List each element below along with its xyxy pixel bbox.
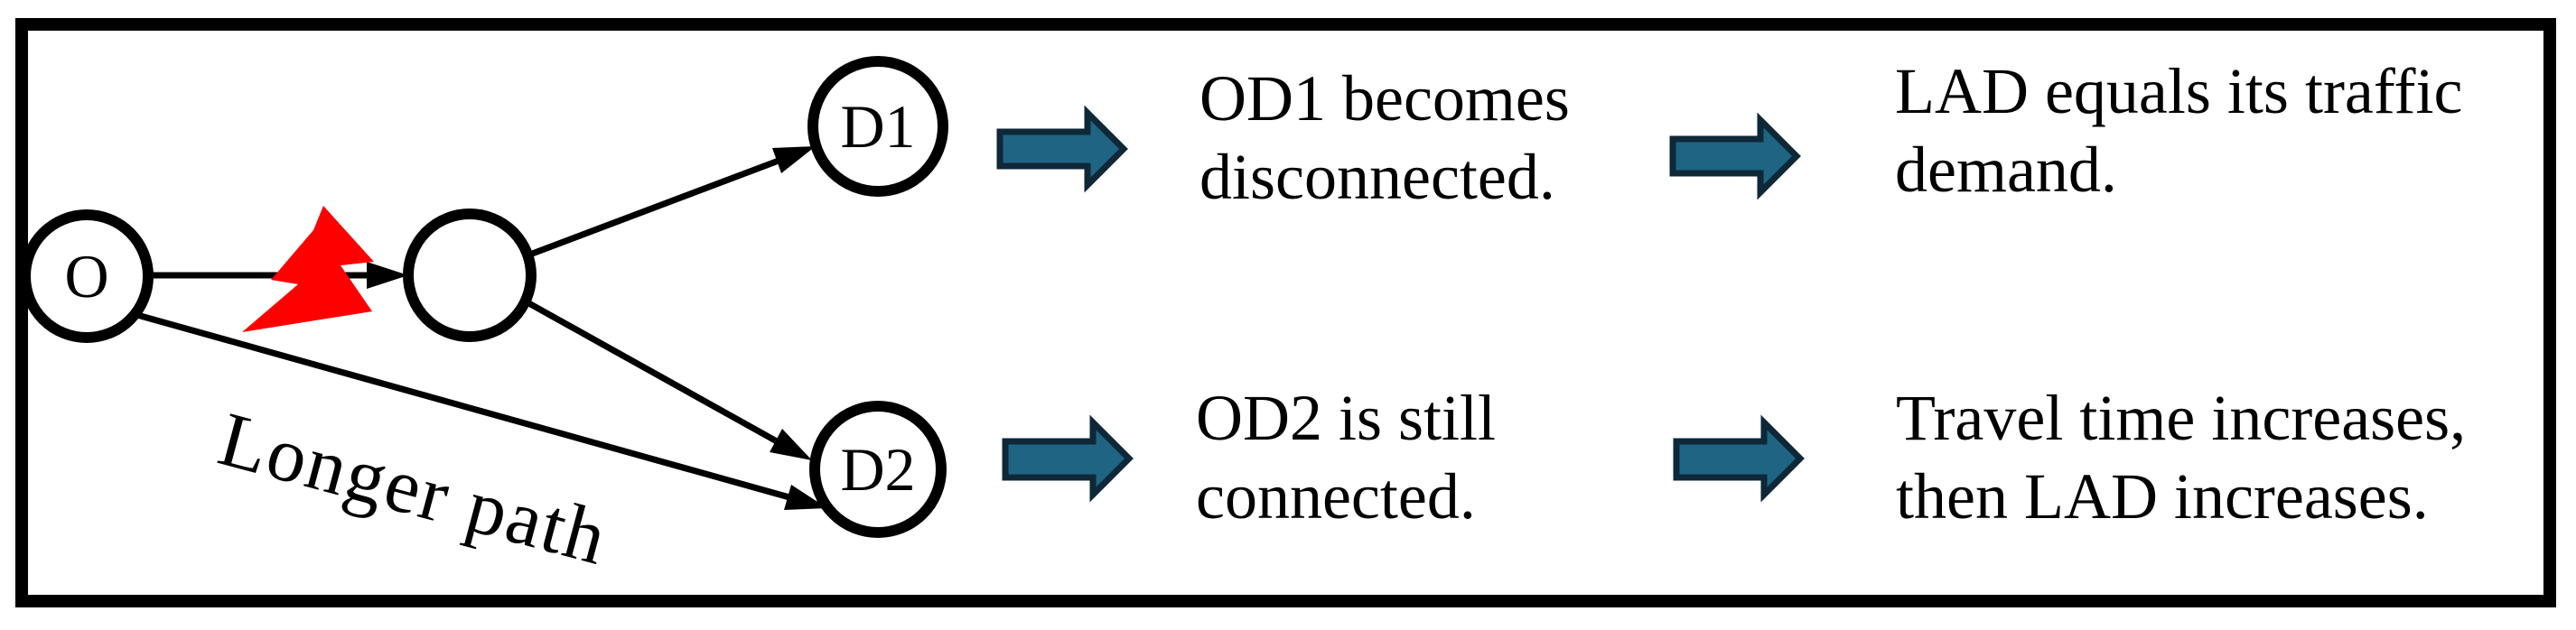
arrowhead-mid-d1 (772, 146, 816, 173)
edge-mid-d1 (526, 157, 780, 259)
border-frame (15, 18, 2556, 607)
caption-line: demand. (1895, 134, 2117, 206)
caption-line: OD1 becomes (1199, 62, 1570, 134)
caption-travel-time-lad: Travel time increases, then LAD increase… (1896, 379, 2466, 536)
caption-line: LAD equals its traffic (1895, 55, 2463, 127)
node-d2 (809, 401, 947, 538)
lightning-bolt-icon (242, 206, 374, 332)
arrowhead-o-mid (367, 262, 408, 289)
flow-arrow-row1-step2 (1669, 112, 1801, 200)
caption-line: disconnected. (1199, 141, 1555, 213)
caption-line: then LAD increases. (1896, 460, 2429, 533)
node-intermediate (403, 208, 537, 342)
node-o (20, 209, 154, 343)
node-d1-label: D1 (840, 92, 915, 161)
caption-line: connected. (1196, 460, 1476, 533)
caption-lad-equals-demand: LAD equals its traffic demand. (1895, 52, 2463, 209)
arrowhead-o-d2 (784, 485, 827, 510)
flow-arrow-row1-step1 (996, 105, 1128, 193)
node-o-label: O (64, 242, 108, 310)
flow-arrow-row2-step2 (1673, 414, 1805, 503)
caption-line: Travel time increases, (1896, 382, 2467, 454)
arrowhead-mid-d2 (770, 429, 812, 460)
flow-arrow-row2-step1 (1002, 414, 1134, 503)
longer-path-label: Longer path (210, 395, 617, 582)
edge-mid-d2 (524, 298, 779, 445)
caption-od2-connected: OD2 is still connected. (1196, 379, 1496, 536)
caption-line: OD2 is still (1196, 382, 1497, 454)
node-d2-label: D2 (840, 435, 915, 504)
edge-o-d2-longer-path (136, 311, 790, 501)
caption-od1-disconnected: OD1 becomes disconnected. (1199, 60, 1570, 217)
node-d1 (807, 56, 948, 197)
